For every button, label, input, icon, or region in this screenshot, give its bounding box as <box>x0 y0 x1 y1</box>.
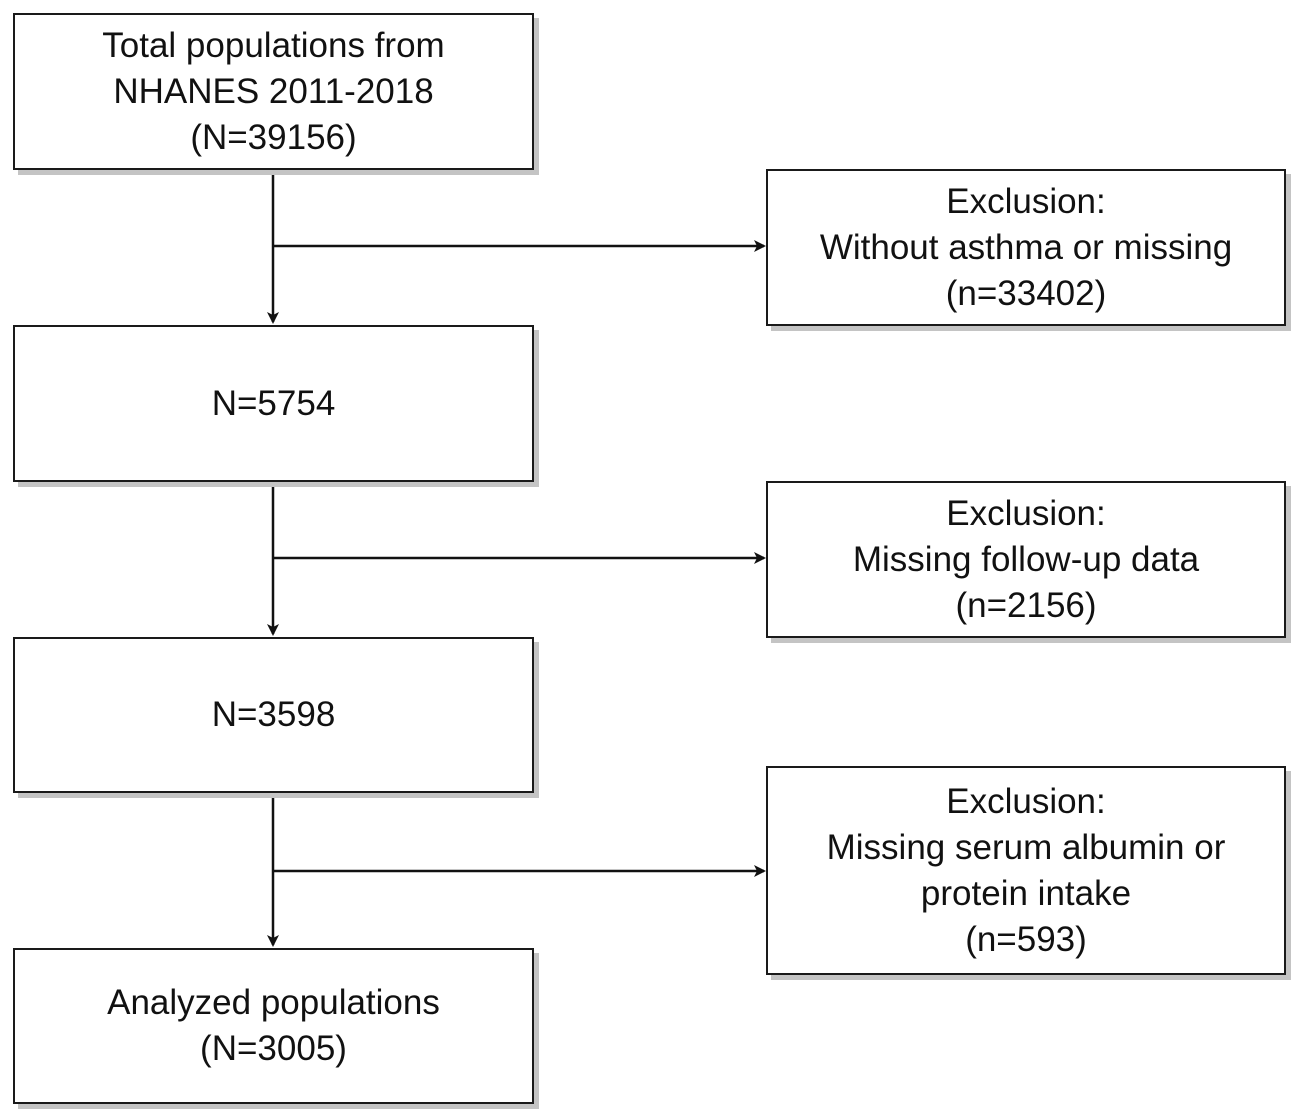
box-line: Without asthma or missing <box>819 227 1233 267</box>
box-line: Exclusion: <box>946 493 1106 533</box>
box-line: (N=3005) <box>200 1029 347 1068</box>
asthma-population-box: N=5754 <box>13 325 534 482</box>
exclusion-box-albumin: Exclusion: Missing serum albumin or prot… <box>766 766 1286 975</box>
box-line: (n=2156) <box>955 585 1097 625</box>
analyzed-population-box: Analyzed populations (N=3005) <box>13 948 534 1104</box>
box-line: Total populations from <box>102 25 445 65</box>
box-line: protein intake <box>920 873 1132 913</box>
box-line: Exclusion: <box>946 181 1106 221</box>
box-line: Analyzed populations <box>107 983 440 1022</box>
box-line: (N=39156) <box>190 117 357 157</box>
box-line: NHANES 2011-2018 <box>113 71 434 111</box>
box-line: Exclusion: <box>946 781 1106 821</box>
box-line: N=3598 <box>211 695 336 734</box>
exclusion-box-asthma: Exclusion: Without asthma or missing (n=… <box>766 169 1286 326</box>
box-line: (n=33402) <box>945 273 1107 313</box>
follow-up-population-box: N=3598 <box>13 637 534 793</box>
box-line: N=5754 <box>211 383 336 423</box>
box-line: Missing serum albumin or <box>826 827 1226 867</box>
exclusion-box-follow-up: Exclusion: Missing follow-up data (n=215… <box>766 481 1286 638</box>
total-population-box: Total populations from NHANES 2011-2018 … <box>13 13 534 170</box>
box-line: (n=593) <box>965 919 1087 959</box>
box-line: Missing follow-up data <box>852 539 1200 579</box>
